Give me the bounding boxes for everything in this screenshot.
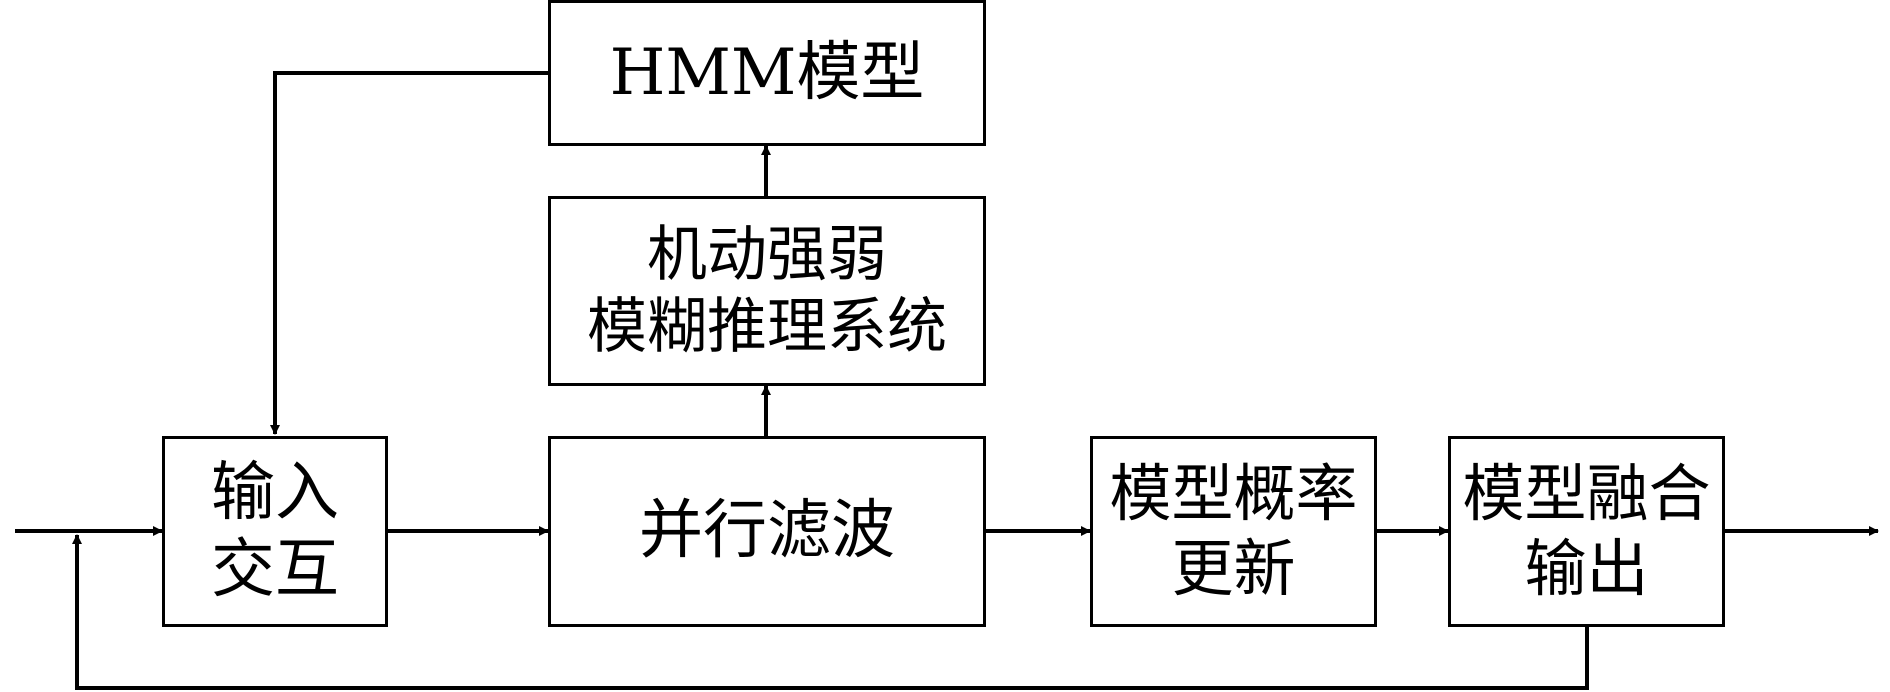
model-fusion-output-block: 模型融合 输出 [1448,436,1725,627]
fuzzy-inference-line1: 机动强弱 [647,220,887,290]
parallel-filter-label: 并行滤波 [639,494,895,569]
model-probability-update-line2: 更新 [1171,531,1296,605]
input-interaction-block: 输入 交互 [162,436,388,627]
hmm-model-block: HMM模型 [548,0,986,146]
model-probability-update-block: 模型概率 更新 [1090,436,1377,627]
input-interaction-line1: 输入 [211,455,339,530]
fuzzy-inference-block: 机动强弱 模糊推理系统 [548,196,986,386]
hmm-model-label: HMM模型 [609,35,925,110]
model-fusion-output-line1: 模型融合 [1462,457,1711,531]
input-interaction-line2: 交互 [211,532,339,607]
model-probability-update-line1: 模型概率 [1109,457,1358,531]
fuzzy-inference-line2: 模糊推理系统 [587,292,947,362]
arrow-hmm-to-input [270,71,548,435]
parallel-filter-block: 并行滤波 [548,436,986,627]
arrow-feedback-to-input [72,534,1589,690]
model-fusion-output-line2: 输出 [1524,531,1649,605]
